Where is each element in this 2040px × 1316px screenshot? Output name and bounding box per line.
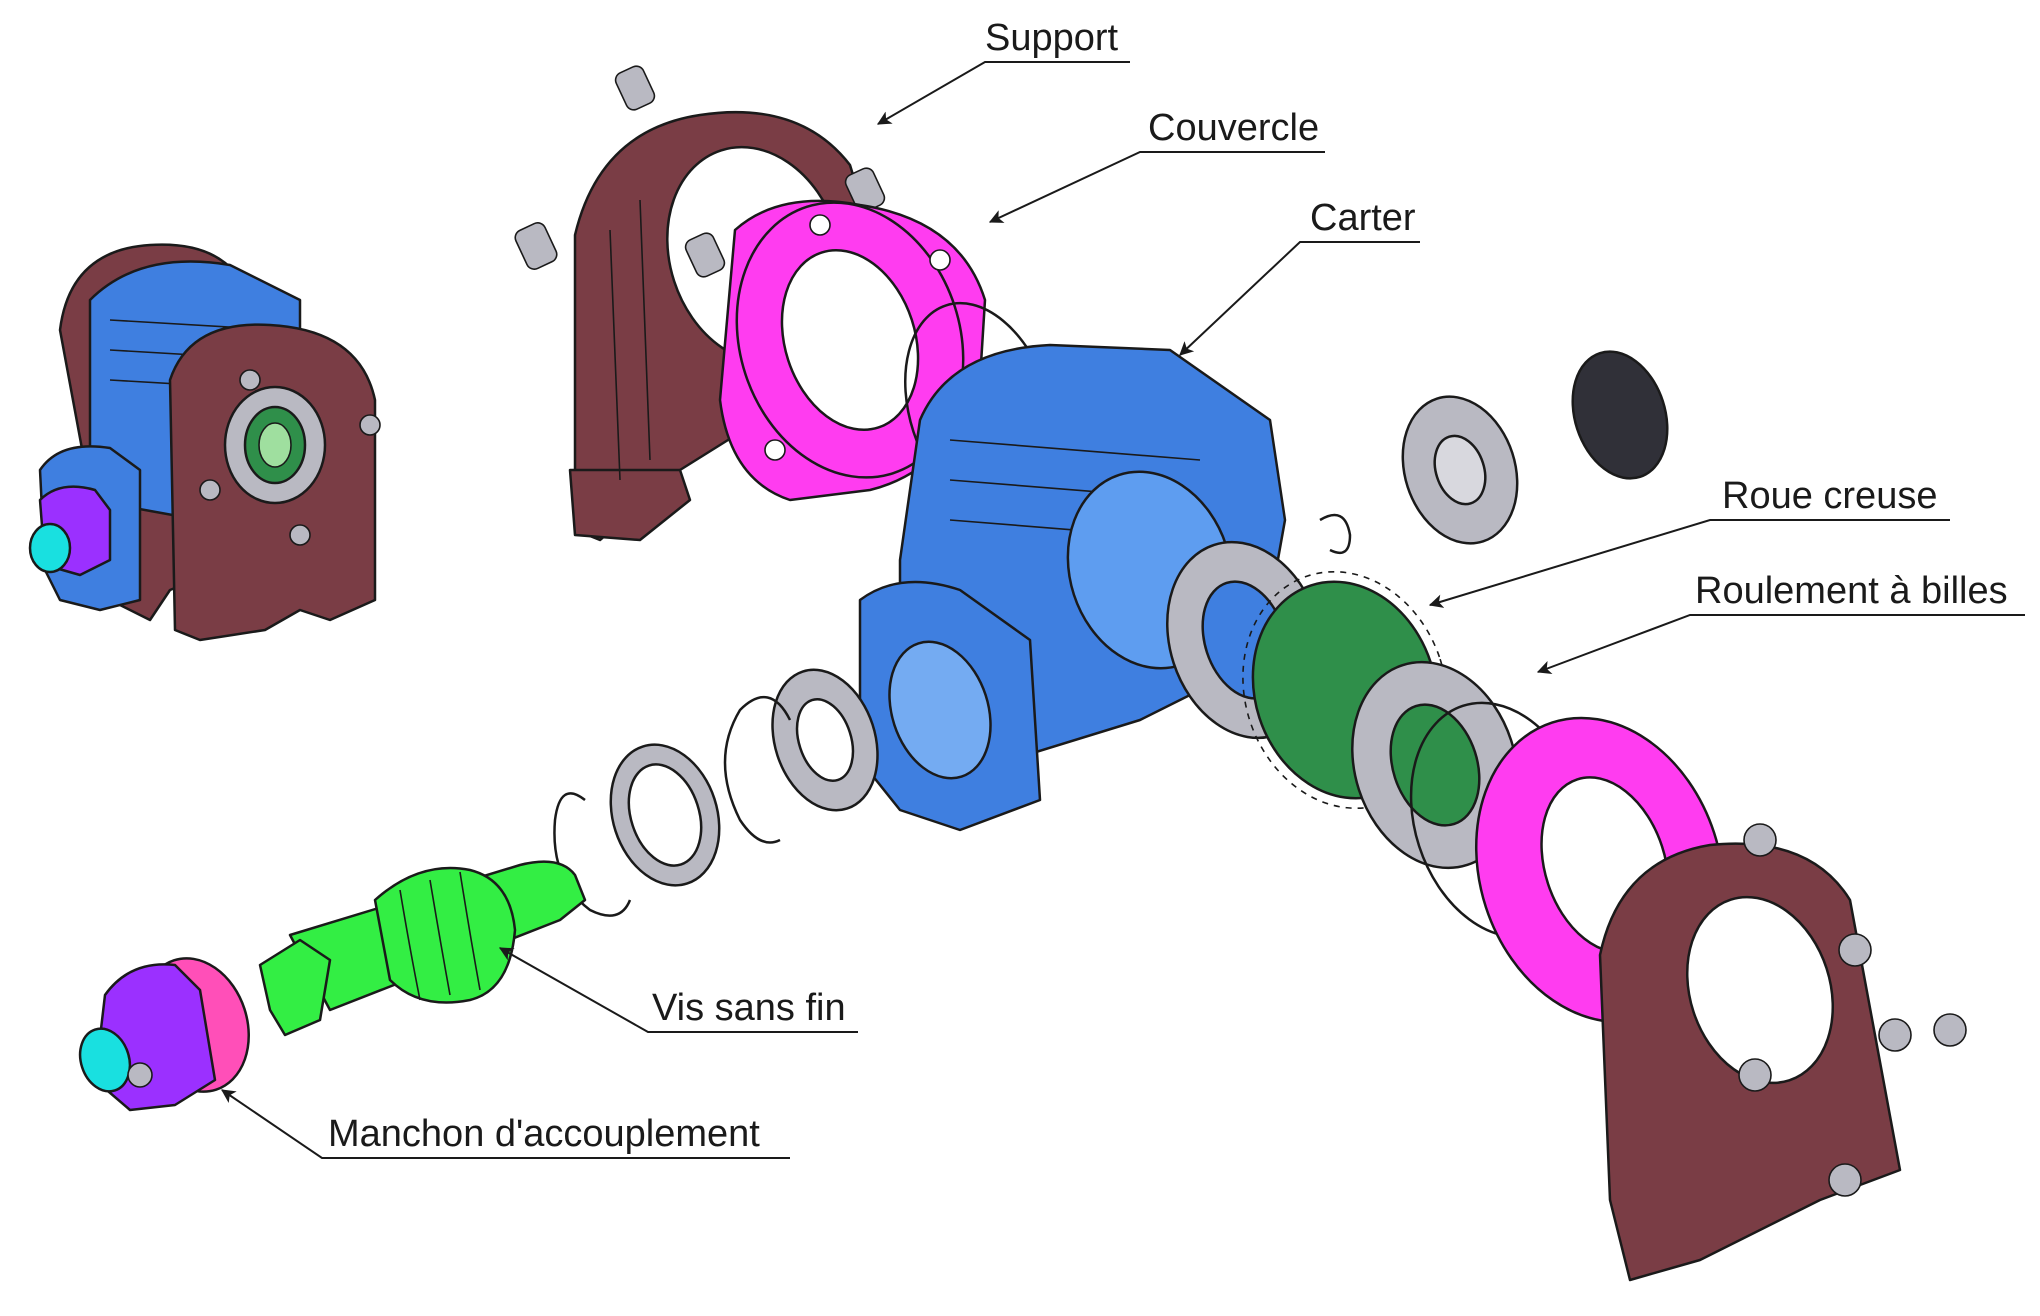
couvercle-hole [764,439,786,461]
leader-support [876,61,1130,125]
bolt-icon [1738,1058,1772,1092]
label-manchon: Manchon d'accouplement [328,1113,760,1155]
bearing-loose-bore [1433,434,1487,506]
couvercle-hole [809,214,831,236]
manchon-bore [78,1027,132,1093]
support-top-ribs [609,199,651,481]
support-top-bolts [514,65,886,278]
couvercle-bore [780,248,920,432]
assembled-view [28,243,381,642]
bolt-icon [1828,1163,1862,1197]
bolt-icon [1933,1013,1967,1047]
leader-roulement [1536,614,2025,675]
bearing-right-inner [1389,703,1481,827]
leader-manchon [221,1089,790,1159]
circlip-red [723,695,792,844]
support-bottom [1598,823,1967,1282]
bearing-worm-bore [795,698,855,782]
couvercle-hole [929,249,951,271]
leader-vis-sans-fin [498,947,858,1033]
carter-flange-bore [888,640,992,780]
vis-sans-fin-part [258,860,587,1037]
manchon-part [78,957,250,1112]
bolt-icon [1743,823,1777,857]
assembled-bolt-2 [359,414,381,436]
assembled-bolt-3 [289,524,311,546]
circlip-small-right [1319,513,1352,555]
assembled-shaft-end [28,522,72,574]
assembled-bolt-1 [239,369,261,391]
label-roulement: Roulement à billes [1695,570,2008,612]
worm-thread-lines [399,871,481,1001]
bolt-icon [614,65,656,111]
label-carter: Carter [1310,197,1416,239]
roue-creuse-assembly [1166,513,1519,870]
assembled-bore [258,422,292,468]
leader-roue-creuse [1428,519,1950,608]
worm-thread [373,866,517,1004]
oil-seal-bore [627,763,703,867]
label-support: Support [985,17,1119,59]
leader-couvercle [988,151,1325,223]
bolt-icon [1838,933,1872,967]
bolt-icon [684,232,726,278]
bolt-icon [514,222,558,270]
end-cap [1571,350,1669,480]
bolt-icon [1878,1018,1912,1052]
label-vis-sans-fin: Vis sans fin [652,987,846,1029]
label-couvercle: Couvercle [1148,107,1319,149]
assembled-bolt-4 [199,479,221,501]
leader-carter [1179,241,1420,356]
support-top-foot [568,468,692,542]
bolt-icon [127,1062,153,1088]
callouts: Support Couvercle Carter Roue creuse Rou… [221,17,2025,1159]
label-roue-creuse: Roue creuse [1722,475,1937,517]
support-bottom-bore [1685,895,1835,1085]
worm-tang [258,938,332,1037]
